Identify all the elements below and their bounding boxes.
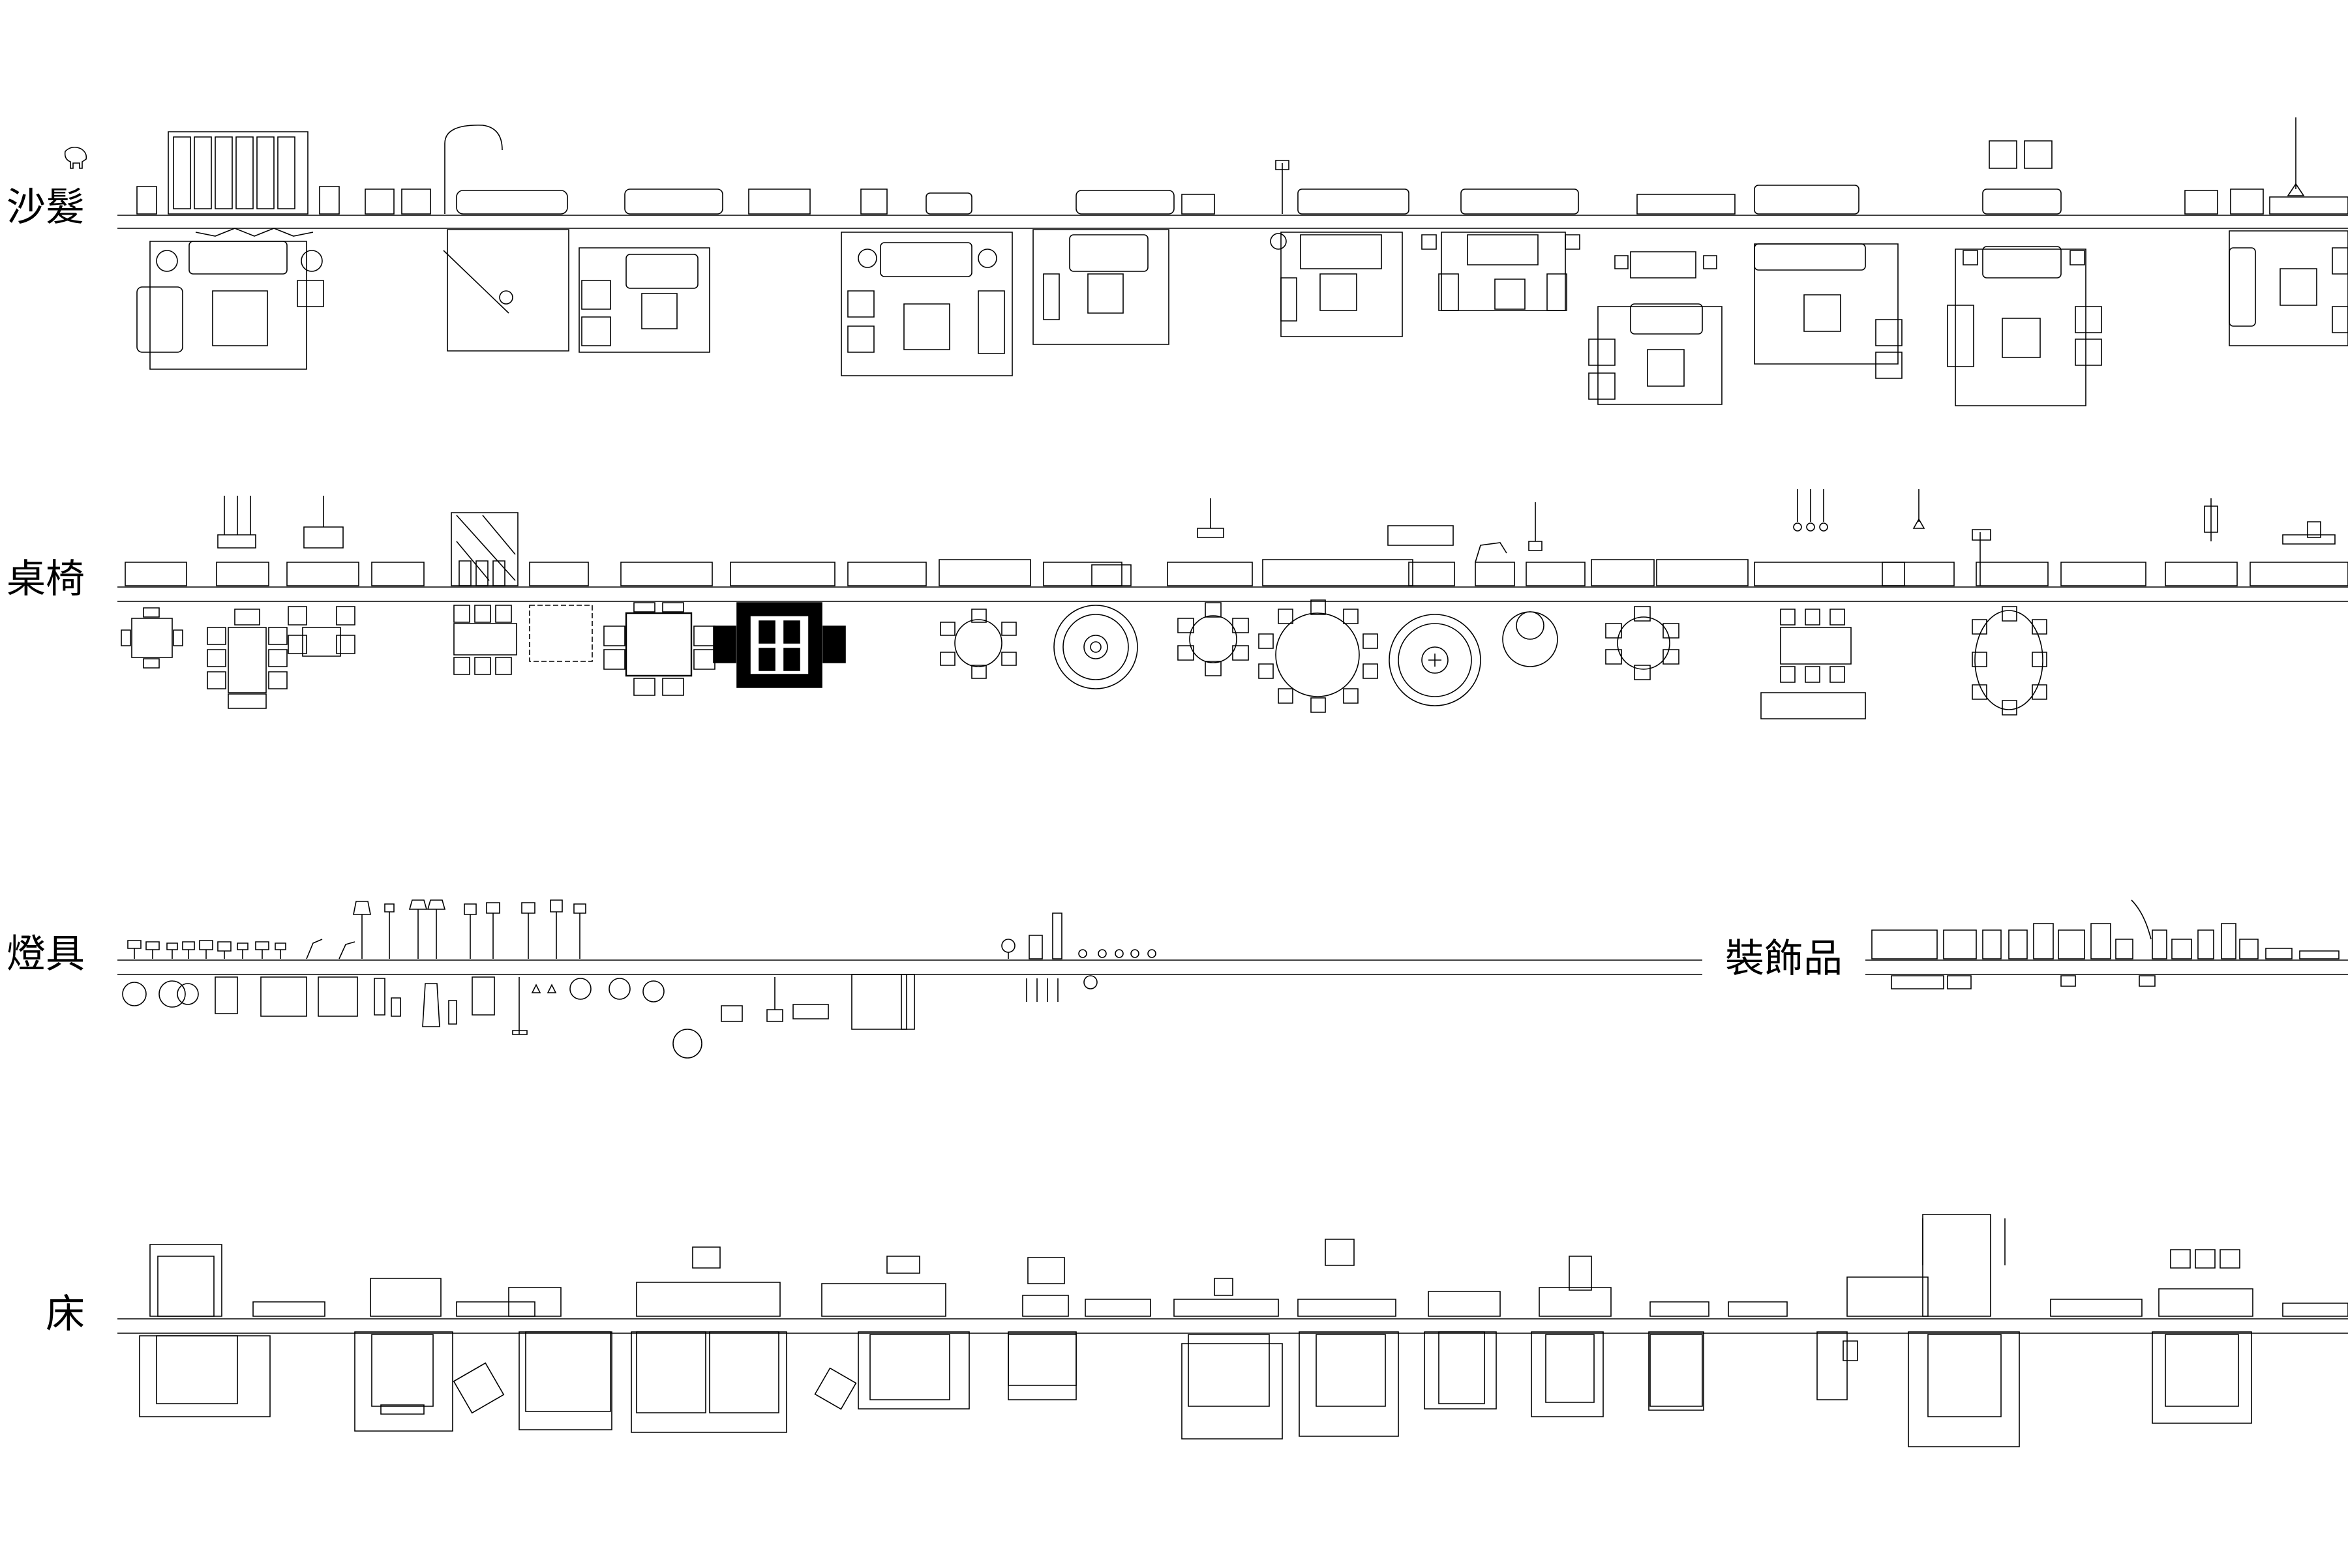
category-label-decor: 裝飾品 (1725, 936, 1843, 982)
table-chair-elevations (125, 489, 2348, 586)
row-lighting-baselines (117, 960, 1702, 974)
category-label-sofa: 沙髮 (7, 185, 85, 230)
elephant-icon (65, 147, 87, 168)
bed-elevations (150, 1214, 2348, 1316)
category-label-table-chair: 桌椅 (7, 556, 85, 602)
decor-elevations (1872, 900, 2339, 959)
row-decor-baselines (1865, 960, 2348, 974)
row-sofa-baselines (117, 215, 2348, 228)
bed-plans (140, 1332, 2251, 1447)
row-table-chair-baselines (117, 587, 2348, 601)
decor-plans (1891, 976, 2155, 989)
table-chair-plans (121, 600, 2047, 719)
category-label-lighting: 燈具 (7, 931, 85, 977)
category-label-bed: 床 (46, 1291, 85, 1337)
sofa-elevations (137, 117, 2348, 214)
row-bed-baselines (117, 1319, 2348, 1333)
lighting-elevations (128, 900, 1156, 959)
sofa-plans (137, 228, 2348, 406)
lighting-plans (123, 974, 1097, 1058)
